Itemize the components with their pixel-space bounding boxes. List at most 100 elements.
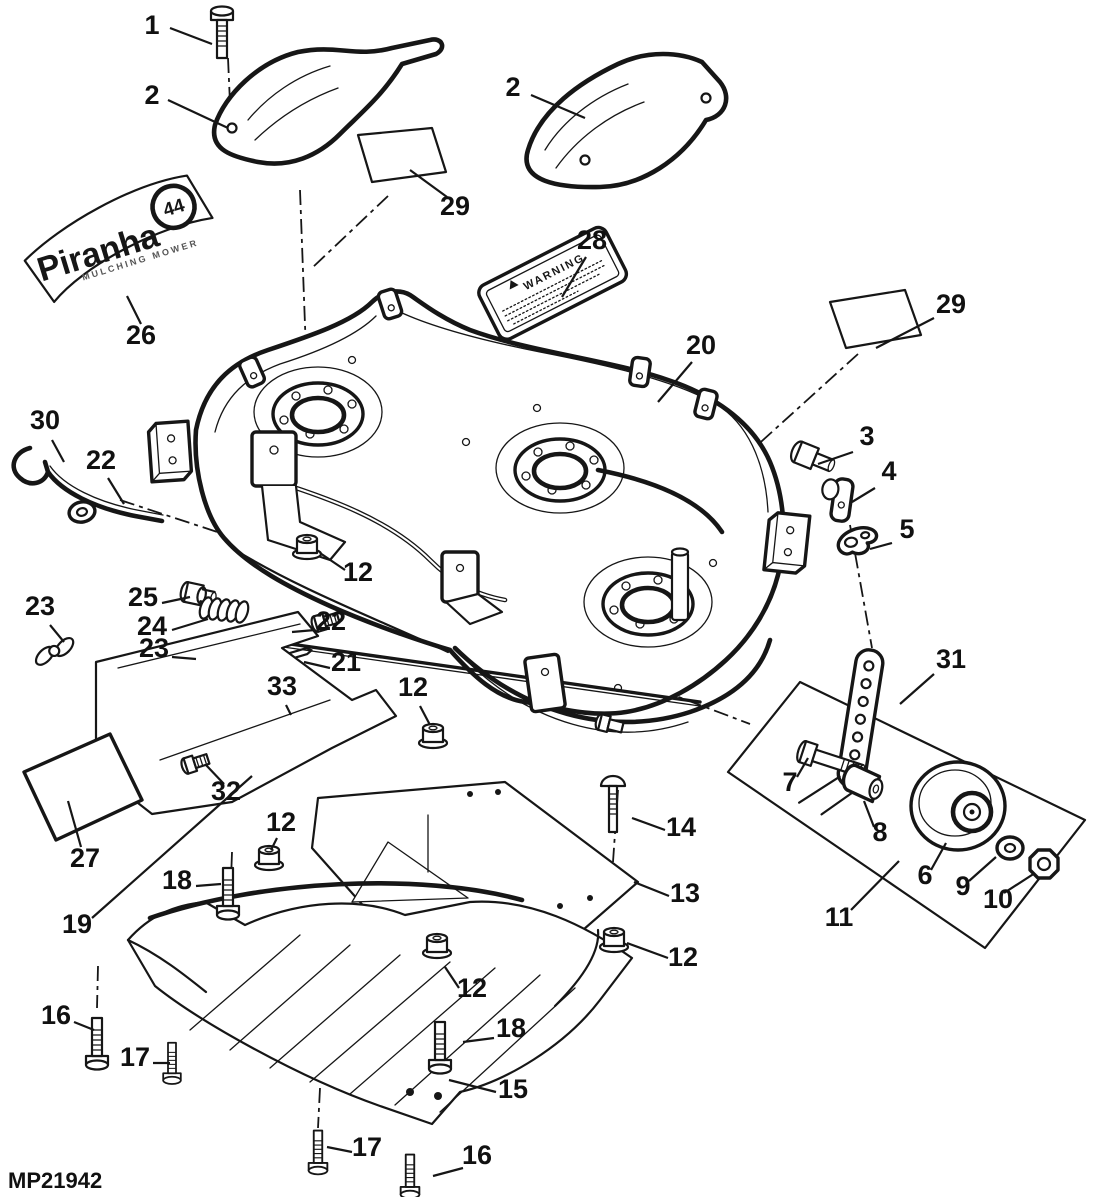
callout-c15: 15: [498, 1074, 528, 1104]
carriage-bolt-14: [599, 774, 627, 834]
callout-c16a: 16: [41, 1000, 71, 1030]
callout-c28: 28: [577, 225, 607, 255]
callout-leader-c31: [899, 673, 935, 705]
callout-leader-c12b: [419, 705, 431, 726]
height-adjust-bracket-31: [797, 648, 885, 816]
callout-leader-c3: [817, 450, 854, 466]
callout-leader-c33: [285, 704, 292, 716]
bolt-16b: [399, 1153, 421, 1197]
baffle-bolt-32a: [310, 611, 341, 633]
callout-leader-c19: [91, 775, 253, 919]
callout-leader-c24: [171, 617, 209, 632]
callout-c18b: 18: [496, 1013, 526, 1043]
callout-c25: 25: [128, 582, 158, 612]
callout-leader-c14: [631, 816, 666, 832]
belt-cover-left: [211, 37, 445, 166]
callout-leader-c7: [796, 757, 809, 778]
callout-c29a: 29: [440, 191, 470, 221]
rear-hanger-bracket: [762, 510, 812, 576]
callout-leader-c11: [850, 860, 900, 911]
callout-c17b: 17: [352, 1132, 382, 1162]
gauge-wheel-assembly: [726, 648, 1087, 950]
callout-leader-c5: [869, 541, 893, 551]
callout-c12a: 12: [343, 557, 373, 587]
discharge-deflector-15: [126, 880, 634, 1126]
callout-c2b: 2: [505, 72, 520, 102]
callout-c22b: 22: [316, 606, 346, 636]
callout-leader-c22b: [291, 628, 316, 634]
callout-c8: 8: [872, 817, 887, 847]
callout-leader-c6: [930, 842, 947, 871]
callout-leader-c12e: [444, 966, 460, 989]
nut-12c: [253, 844, 285, 872]
callout-c12e: 12: [457, 973, 487, 1003]
nut-12a: [291, 533, 323, 561]
part-number: MP21942: [8, 1168, 102, 1193]
bolt-17b: [307, 1129, 329, 1176]
callout-c21: 21: [331, 647, 361, 677]
callout-leader-c12c: [270, 837, 278, 851]
callout-leader-c29b: [875, 317, 935, 349]
callout-leader-c2b: [530, 93, 586, 120]
callout-leader-c16b: [432, 1166, 464, 1178]
callout-c4: 4: [881, 456, 896, 486]
callout-c20: 20: [686, 330, 716, 360]
callout-leader-c22a: [107, 477, 125, 505]
mid-bracket-lower: [523, 652, 567, 714]
callout-leader-c21: [303, 660, 331, 670]
mower-deck-shell: [146, 286, 812, 733]
callout-leader-c16a: [73, 1020, 95, 1032]
nut-12d: [598, 926, 630, 954]
callout-c5: 5: [899, 514, 914, 544]
callout-leader-c28: [561, 256, 587, 298]
callout-leader-c8: [862, 800, 876, 828]
mid-bracket-left: [250, 430, 347, 562]
callout-leader-c9: [968, 856, 997, 882]
callout-leader-c1: [169, 26, 213, 46]
callout-c19: 19: [62, 909, 92, 939]
callout-c17a: 17: [120, 1042, 150, 1072]
bolt-16a: [84, 1016, 110, 1071]
callout-c10: 10: [983, 884, 1013, 914]
callout-c22a: 22: [86, 445, 116, 475]
callout-leader-c10: [1003, 872, 1036, 894]
bolt-3: [789, 440, 836, 473]
spacer-8: [841, 763, 884, 804]
callout-c2a: 2: [144, 80, 159, 110]
callout-c3: 3: [859, 421, 874, 451]
front-hanger-bracket: [146, 419, 194, 484]
nut-12b: [417, 722, 449, 750]
callout-c26: 26: [126, 320, 156, 350]
callout-c13: 13: [670, 878, 700, 908]
callout-c23a: 23: [25, 591, 55, 621]
callout-c30: 30: [30, 405, 60, 435]
callout-c16b: 16: [462, 1140, 492, 1170]
callout-c9: 9: [955, 871, 970, 901]
callout-c12c: 12: [266, 807, 296, 837]
front-baffle-19: [94, 610, 625, 816]
callout-leader-c30: [51, 439, 65, 463]
baffle-bolt-32b: [180, 753, 211, 775]
callout-leader-c18a: [195, 882, 222, 888]
assembly-boundary-11: [726, 680, 1087, 950]
callout-c7: 7: [782, 767, 797, 797]
callout-leader-c15: [448, 1078, 497, 1094]
washer-22: [65, 497, 99, 527]
callout-leader-c26: [126, 295, 142, 325]
mid-bracket-center: [440, 550, 504, 626]
gauge-wheel-6: [909, 760, 1007, 852]
deck-tab: [627, 355, 653, 389]
callout-c27: 27: [70, 843, 100, 873]
callout-leader-c13: [633, 880, 670, 898]
wing-pin-23-left: [34, 636, 75, 666]
sticker-29-top: [356, 126, 448, 184]
callout-leader-c29a: [409, 169, 448, 198]
callout-c12d: 12: [668, 942, 698, 972]
callout-c1: 1: [144, 10, 159, 40]
callout-c6: 6: [917, 860, 932, 890]
callout-leader-c23a: [49, 624, 65, 643]
callout-c33: 33: [267, 671, 297, 701]
